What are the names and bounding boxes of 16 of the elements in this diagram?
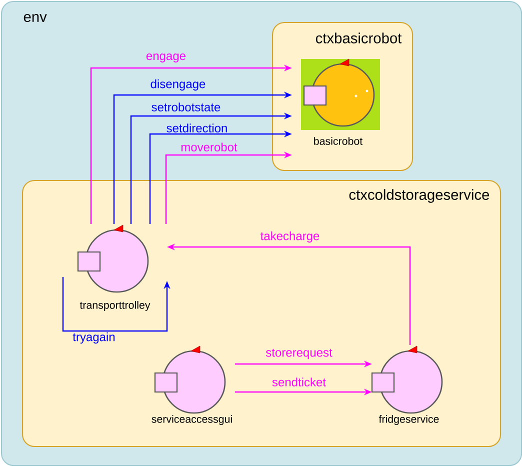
actor-label: fridgeservice bbox=[378, 415, 439, 425]
edge-label: sendticket bbox=[272, 378, 326, 386]
edge-label: storerequest bbox=[266, 348, 332, 360]
edge-label: setrobotstate bbox=[152, 102, 220, 112]
container-title: env bbox=[24, 14, 47, 22]
edge-label: disengage bbox=[150, 79, 206, 91]
edge-label: setdirection bbox=[166, 124, 227, 132]
container-title: ctxbasicrobot bbox=[316, 32, 402, 44]
actor-label: serviceaccessgui bbox=[152, 415, 232, 425]
edge-label: takecharge bbox=[260, 231, 320, 243]
edge-label: tryagain bbox=[72, 332, 115, 344]
actor-label: transporttrolley bbox=[80, 301, 150, 311]
actor-label: basicrobot bbox=[314, 137, 363, 145]
edge-label: moverobot bbox=[181, 142, 238, 152]
container-title: ctxcoldstorageservice bbox=[349, 189, 490, 203]
edge-label: engage bbox=[146, 54, 186, 62]
